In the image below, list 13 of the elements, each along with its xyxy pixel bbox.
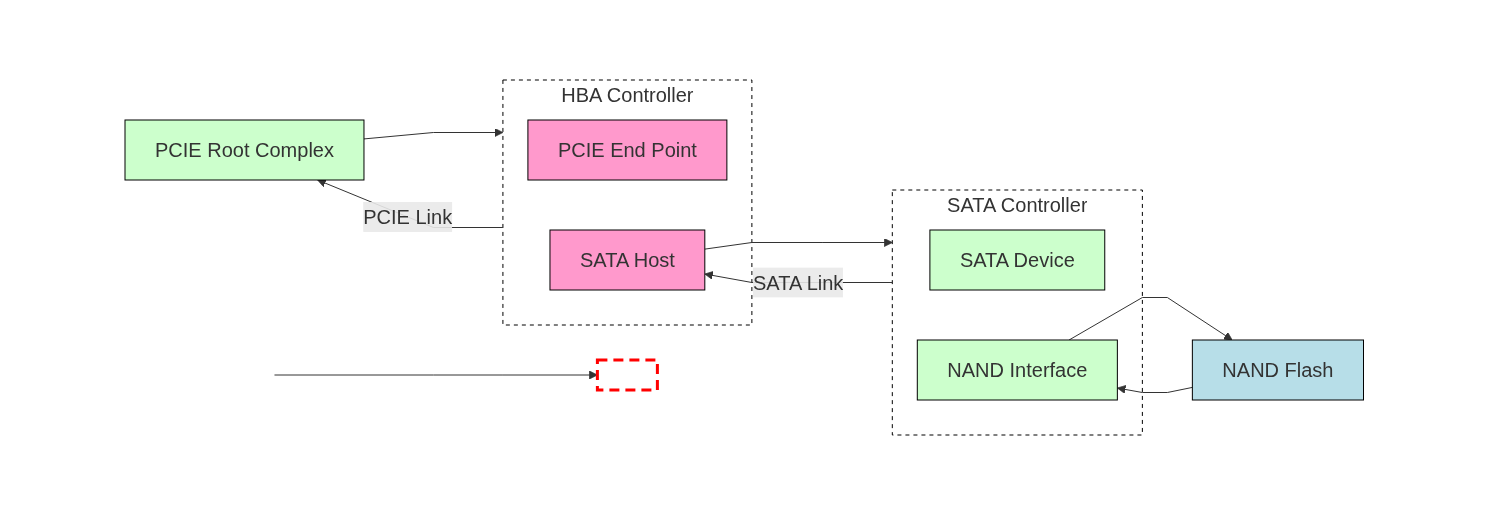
node-box: SATA Host <box>549 229 706 290</box>
edge-label: PCIE Link <box>362 205 452 228</box>
node-box: NAND Flash <box>1191 339 1364 400</box>
arrow <box>704 237 893 250</box>
node-box <box>595 358 659 391</box>
arrow <box>273 370 598 379</box>
node-box: SATA Device <box>929 229 1105 290</box>
node-box: PCIE Root Complex <box>124 119 365 180</box>
edge-label: SATA Link <box>752 271 844 293</box>
arrow <box>363 127 504 139</box>
node-box: PCIE End Point <box>527 119 728 180</box>
arrow <box>1116 384 1193 394</box>
node-box: NAND Interface <box>916 339 1118 400</box>
